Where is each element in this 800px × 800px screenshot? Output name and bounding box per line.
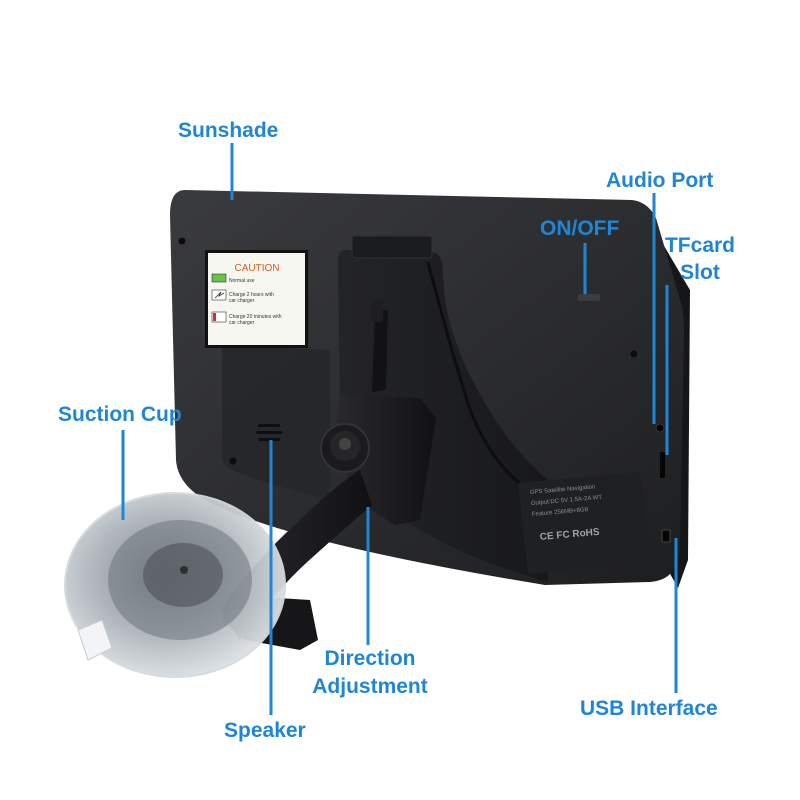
tfcard-slot[interactable] xyxy=(660,452,665,478)
label-usb-interface: USB Interface xyxy=(580,697,718,720)
label-tfcard-line2: Slot xyxy=(680,261,720,284)
battery-full-icon xyxy=(211,273,227,283)
label-direction-line1: Direction xyxy=(324,647,416,670)
callout-lines xyxy=(121,143,678,715)
screw-hole xyxy=(178,237,186,245)
device-label-plate xyxy=(518,472,650,574)
power-button[interactable] xyxy=(578,294,600,301)
label-audio-port: Audio Port xyxy=(606,169,714,192)
mount-assembly xyxy=(64,300,436,678)
caution-row1: Normal use xyxy=(229,278,255,284)
caution-row3-line1: Charge 20 minutes with xyxy=(229,314,282,320)
label-suction-cup: Suction Cup xyxy=(58,403,182,426)
holder-cable-arc xyxy=(426,261,549,502)
mount-stem-tip xyxy=(371,300,383,322)
device-label-line3: Feature 256MB+8GB xyxy=(532,507,589,518)
mount-stem xyxy=(372,310,388,392)
speaker-grille xyxy=(256,424,282,441)
suction-cup[interactable] xyxy=(64,492,286,678)
caution-title: CAUTION xyxy=(235,263,280,274)
battery-low-icon xyxy=(211,311,227,323)
holder-top-clip xyxy=(351,235,433,259)
screw-hole xyxy=(630,350,638,358)
label-sunshade: Sunshade xyxy=(178,119,279,142)
charging-icon xyxy=(211,289,227,301)
usb-port[interactable] xyxy=(661,529,671,543)
caution-row3-line2: car charger xyxy=(229,320,255,326)
screw-hole xyxy=(229,457,237,465)
audio-port-jack[interactable] xyxy=(655,423,665,433)
device-label-line1: GPS Satellite Navigation xyxy=(530,484,596,496)
caution-row2-line2: car charger xyxy=(229,298,255,304)
caution-sticker: CAUTION Normal use Charge 2 hours with c… xyxy=(205,250,308,348)
suction-release-tab[interactable] xyxy=(77,619,113,661)
direction-adjustment-knob[interactable] xyxy=(320,423,370,473)
caution-row2-line1: Charge 2 hours with xyxy=(229,292,274,298)
label-speaker: Speaker xyxy=(224,719,306,742)
label-on-off: ON/OFF xyxy=(540,217,620,240)
device-lower-panel xyxy=(222,345,330,500)
label-tfcard-line1: TFcard xyxy=(664,234,735,257)
label-direction-line2: Adjustment xyxy=(312,675,428,698)
certification-marks: CE FC RoHS xyxy=(539,527,600,543)
